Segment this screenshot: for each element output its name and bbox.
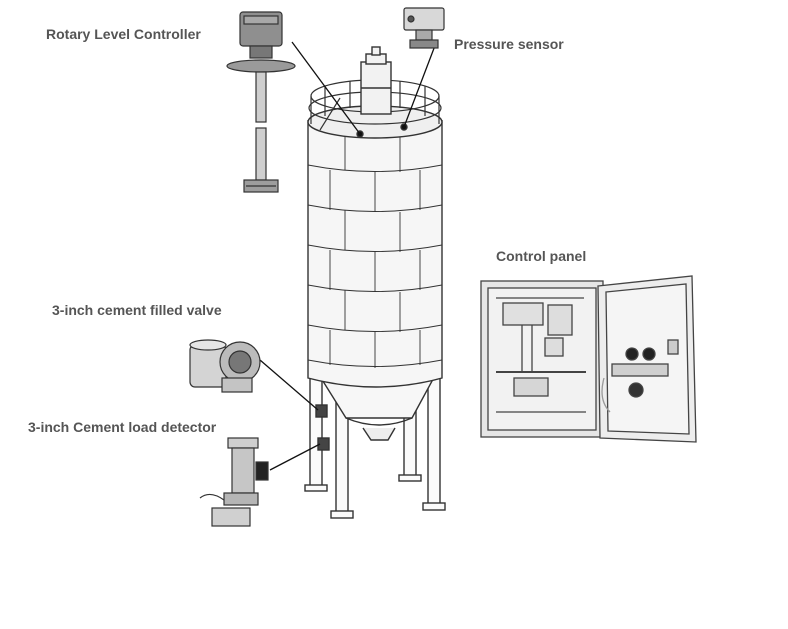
pressure-sensor-image — [403, 7, 445, 49]
cement-silo — [304, 46, 446, 519]
pressure-sensor-label: Pressure sensor — [454, 36, 564, 52]
cement-load-detector-image — [199, 437, 269, 527]
rotary-level-controller-image — [226, 11, 296, 193]
leader-lines — [259, 41, 437, 471]
silo-dust-collector — [360, 46, 392, 115]
cement-filled-valve-label: 3-inch cement filled valve — [52, 302, 222, 318]
control-panel-image — [480, 275, 697, 443]
rotary-level-controller-label: Rotary Level Controller — [46, 26, 201, 42]
cement-load-detector-label: 3-inch Cement load detector — [28, 419, 217, 435]
control-panel-label: Control panel — [496, 248, 587, 264]
cement-filled-valve-image — [189, 339, 261, 393]
